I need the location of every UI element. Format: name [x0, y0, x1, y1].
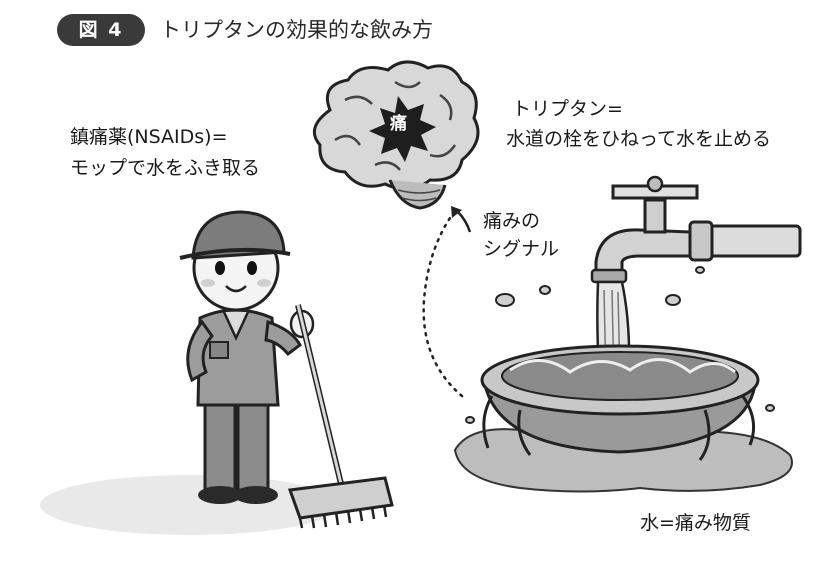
nsaids-label-line2: モップで水をふき取る [70, 157, 261, 179]
bowl-icon [480, 344, 760, 461]
pain-signal-label-line2: シグナル [483, 238, 560, 260]
figure-title: トリプタンの効果的な飲み方 [160, 18, 433, 42]
arrowhead-line [457, 211, 472, 233]
figure-number-badge: 図 4 [57, 14, 145, 46]
faucet-icon [590, 175, 802, 284]
pain-signal-arrow [422, 213, 464, 398]
mop-icon [287, 304, 394, 529]
pain-burst-icon [369, 96, 436, 162]
pain-signal-label-line1: 痛みの [483, 210, 541, 232]
triptan-label-line2: 水道の栓をひねって水を止める [506, 128, 772, 150]
nsaids-label-line1: 鎮痛薬(NSAIDs)= [70, 126, 228, 148]
pain-character: 痛 [390, 114, 407, 134]
brain-icon [312, 60, 480, 210]
triptan-label-line1: トリプタン= [512, 98, 623, 120]
water-droplets [465, 266, 775, 424]
janitor-figure [179, 210, 315, 504]
water-caption: 水=痛み物質 [640, 512, 751, 534]
arrowhead-icon [451, 206, 462, 218]
